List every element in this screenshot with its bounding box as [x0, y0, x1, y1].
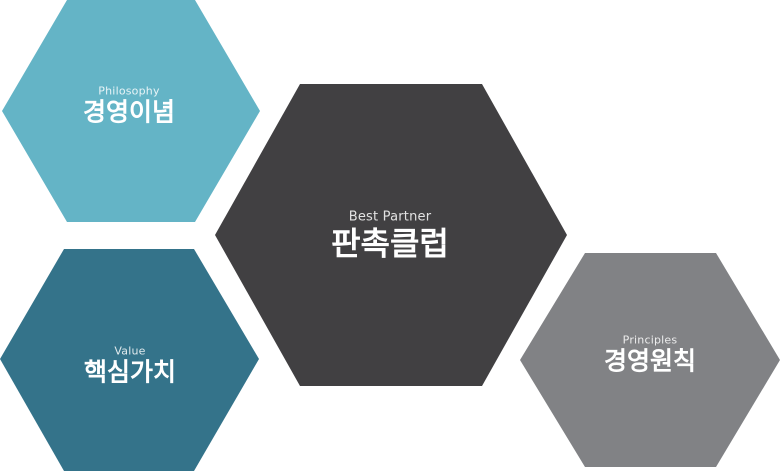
value-hexagon [0, 249, 259, 471]
philosophy-subtitle: Philosophy [98, 84, 160, 98]
value-title: 핵심가치 [83, 357, 177, 387]
philosophy-hexagon [2, 0, 260, 222]
partner-title: 판촉클럽 [331, 224, 449, 263]
philosophy-label: Philosophy 경영이념 [83, 85, 175, 128]
partner-hexagon [215, 84, 567, 386]
partner-label: Best Partner 판촉클럽 [331, 210, 449, 263]
partner-subtitle: Best Partner [348, 209, 432, 225]
principles-subtitle: Principles [622, 333, 678, 347]
value-subtitle: Value [114, 344, 146, 358]
principles-label: Principles 경영원칙 [604, 334, 696, 377]
principles-hexagon [520, 253, 780, 467]
principles-title: 경영원칙 [603, 346, 697, 376]
philosophy-title: 경영이념 [82, 97, 176, 127]
value-label: Value 핵심가치 [84, 345, 176, 388]
